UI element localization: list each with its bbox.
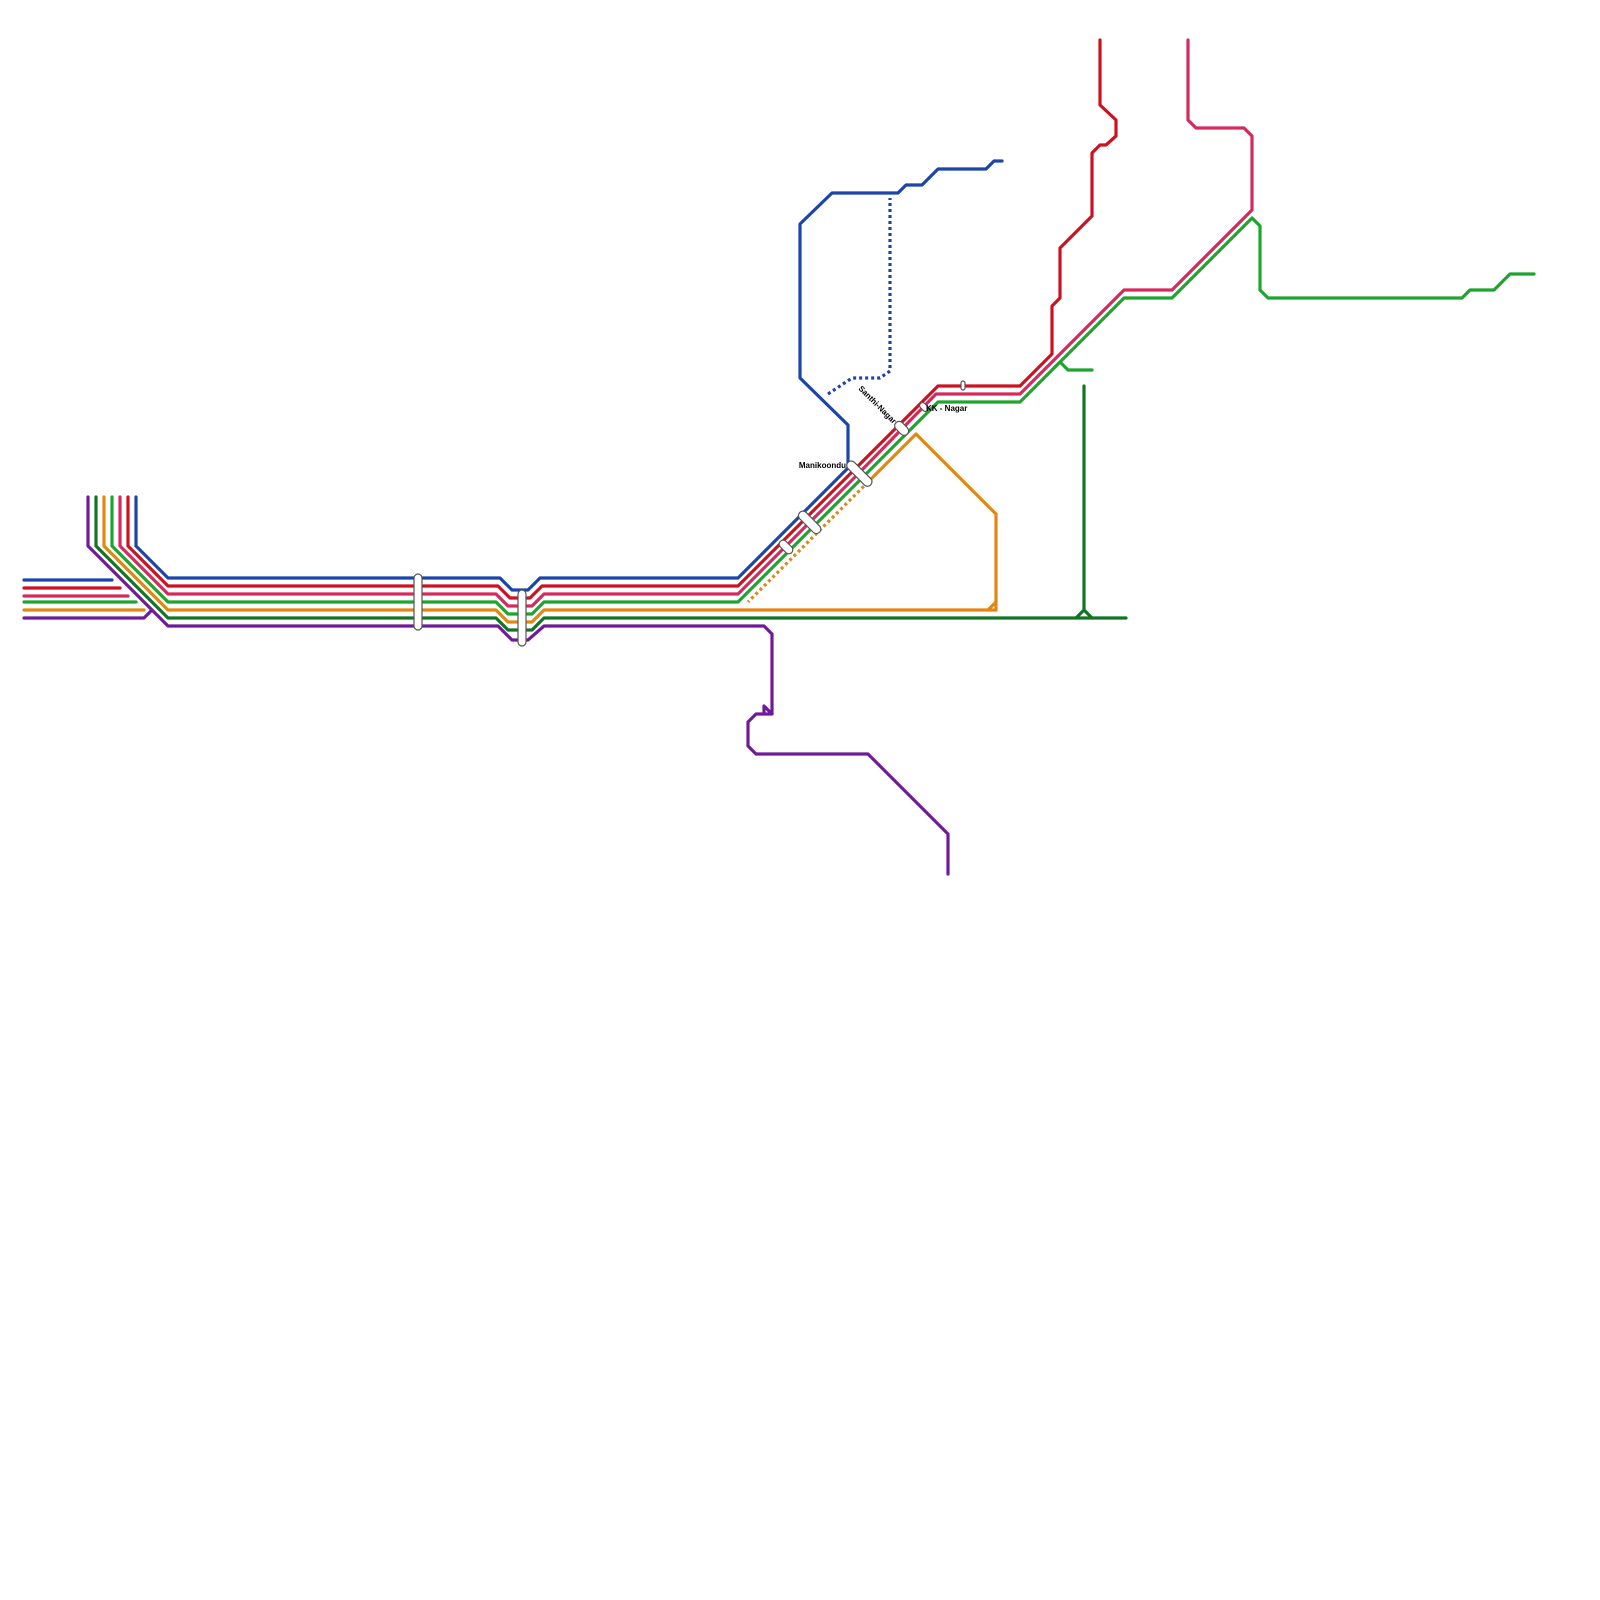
line-purple-trunk[interactable] [86,495,950,876]
line-pink-trunk[interactable] [118,38,1254,608]
line-orange-loop-end [986,600,998,612]
line-green-spur[interactable] [1050,360,1094,372]
station-interchange-west[interactable] [413,573,423,631]
station-diagonal-mid[interactable] [797,509,823,535]
station-diagonal-small[interactable] [778,539,795,556]
line-blue[interactable] [22,159,1004,592]
station-interchange-central[interactable] [517,589,527,647]
station-kk-nagar[interactable] [918,401,930,413]
line-dark-green[interactable] [94,384,1128,632]
line-dark-green-branch[interactable] [1074,384,1094,620]
station-santhi-nagar[interactable] [893,420,911,438]
line-dark-green-trunk[interactable] [94,495,1128,632]
line-orange-branch-dotted[interactable] [746,480,870,604]
line-purple-west-stub [22,608,154,620]
label-manikoondu: Manikoondu [799,461,846,470]
line-pink[interactable] [22,38,1254,608]
station-manikoondu[interactable] [845,459,874,488]
line-green[interactable] [22,216,1536,616]
stations-layer[interactable] [413,380,966,647]
station-red-pink-east[interactable] [960,380,966,391]
line-blue-branch-dotted[interactable] [827,198,892,396]
line-orange[interactable] [22,432,998,624]
label-santhi-nagar: Santhi-Nagar [857,384,899,426]
line-purple[interactable] [22,495,950,876]
line-red-trunk[interactable] [126,38,1118,600]
line-green-trunk[interactable] [110,216,1536,616]
line-red[interactable] [22,38,1118,600]
line-orange-trunk[interactable] [102,432,998,624]
line-blue-trunk[interactable] [134,159,1004,592]
label-kk-nagar: KK - Nagar [926,404,967,413]
